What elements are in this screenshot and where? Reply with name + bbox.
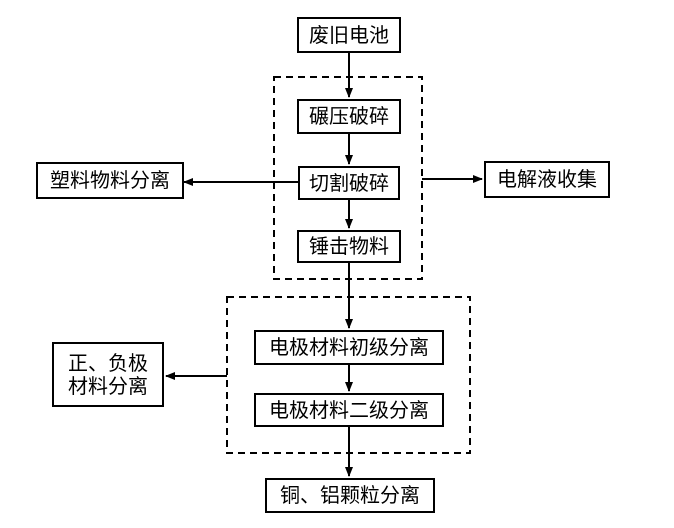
node-copper-aluminum-separation: 铜、铝颗粒分离 <box>265 478 435 513</box>
node-waste-battery: 废旧电池 <box>297 17 401 53</box>
pos-neg-line-1: 正、负极 <box>68 350 148 375</box>
node-hammer-material: 锤击物料 <box>297 230 401 263</box>
node-electrode-primary-separation: 电极材料初级分离 <box>254 330 444 365</box>
node-crush-grind: 碾压破碎 <box>297 99 401 134</box>
node-electrode-secondary-separation: 电极材料二级分离 <box>254 393 444 427</box>
node-electrolyte-collection: 电解液收集 <box>484 161 610 198</box>
node-pos-neg-material-separation: 正、负极 材料分离 <box>52 342 164 407</box>
node-cut-crush: 切割破碎 <box>298 166 400 200</box>
node-plastic-separation: 塑料物料分离 <box>36 162 184 199</box>
pos-neg-line-2: 材料分离 <box>68 373 148 398</box>
